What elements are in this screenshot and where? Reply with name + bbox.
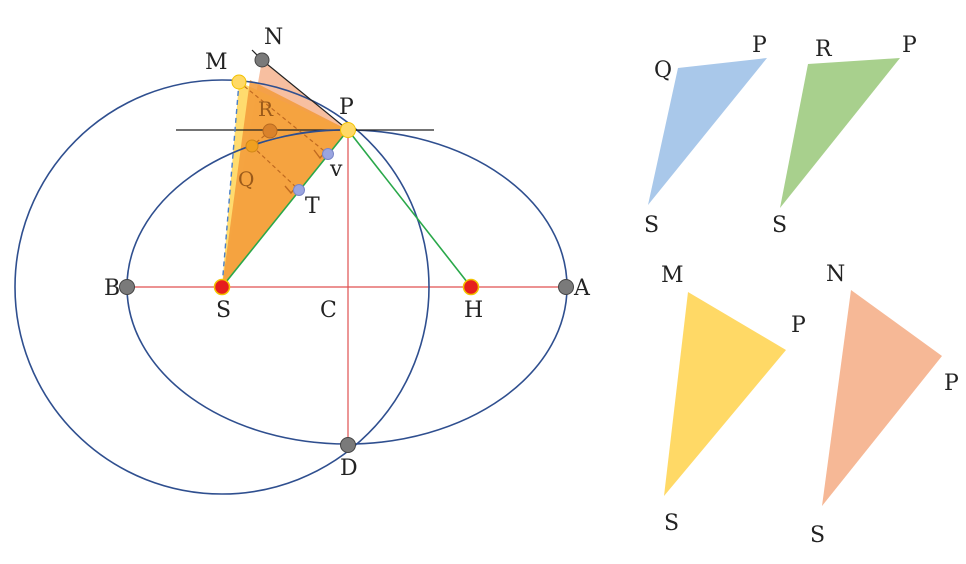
dashed-line-m-v xyxy=(238,81,329,155)
label-h: H xyxy=(464,298,483,323)
yellow-triangle-label-p: P xyxy=(791,313,806,338)
point-r xyxy=(262,123,278,139)
line-np xyxy=(261,59,349,131)
green-triangle-label-p: P xyxy=(902,33,917,58)
point-m xyxy=(231,74,247,90)
label-c: C xyxy=(320,298,337,323)
point-b xyxy=(119,279,135,295)
point-n xyxy=(254,52,270,68)
point-d xyxy=(340,437,356,453)
label-m: M xyxy=(205,50,228,75)
salmon-triangle-label-p: P xyxy=(944,371,959,396)
blue-triangle-label-q: Q xyxy=(654,58,672,83)
salmon-triangle-label-n: N xyxy=(826,262,845,287)
dashed-line-q-t xyxy=(251,145,300,191)
label-a: A xyxy=(573,276,591,301)
point-s-focus xyxy=(213,278,231,296)
point-v xyxy=(322,148,334,160)
label-r: R xyxy=(258,97,274,121)
green-triangle-rps xyxy=(780,58,900,208)
point-t xyxy=(293,184,305,196)
green-triangle-label-r: R xyxy=(815,37,833,62)
label-n: N xyxy=(264,25,283,50)
arc-q-p xyxy=(251,129,349,147)
blue-triangle-label-s: S xyxy=(644,213,659,238)
dashed-line-ms xyxy=(221,81,240,288)
yellow-triangle-label-s: S xyxy=(664,511,679,536)
auxiliary-circle xyxy=(14,79,430,495)
label-t: T xyxy=(305,194,320,219)
point-q xyxy=(245,139,259,153)
point-p xyxy=(340,122,356,138)
label-v: v xyxy=(329,157,343,182)
yellow-triangle-mps xyxy=(664,292,786,496)
label-s-main: S xyxy=(216,298,231,323)
point-a xyxy=(558,279,574,295)
salmon-triangle-nps xyxy=(822,290,942,506)
label-d: D xyxy=(340,456,358,481)
green-triangle-label-s: S xyxy=(772,213,787,238)
green-line-ph xyxy=(347,129,472,288)
label-p: P xyxy=(339,95,354,120)
salmon-triangle-label-s: S xyxy=(810,523,825,548)
blue-triangle-label-p: P xyxy=(752,33,767,58)
yellow-triangle-label-m: M xyxy=(661,263,684,288)
label-b: B xyxy=(104,276,120,301)
blue-triangle-qps xyxy=(648,58,767,205)
point-h-focus xyxy=(462,278,480,296)
label-q: Q xyxy=(238,167,254,191)
